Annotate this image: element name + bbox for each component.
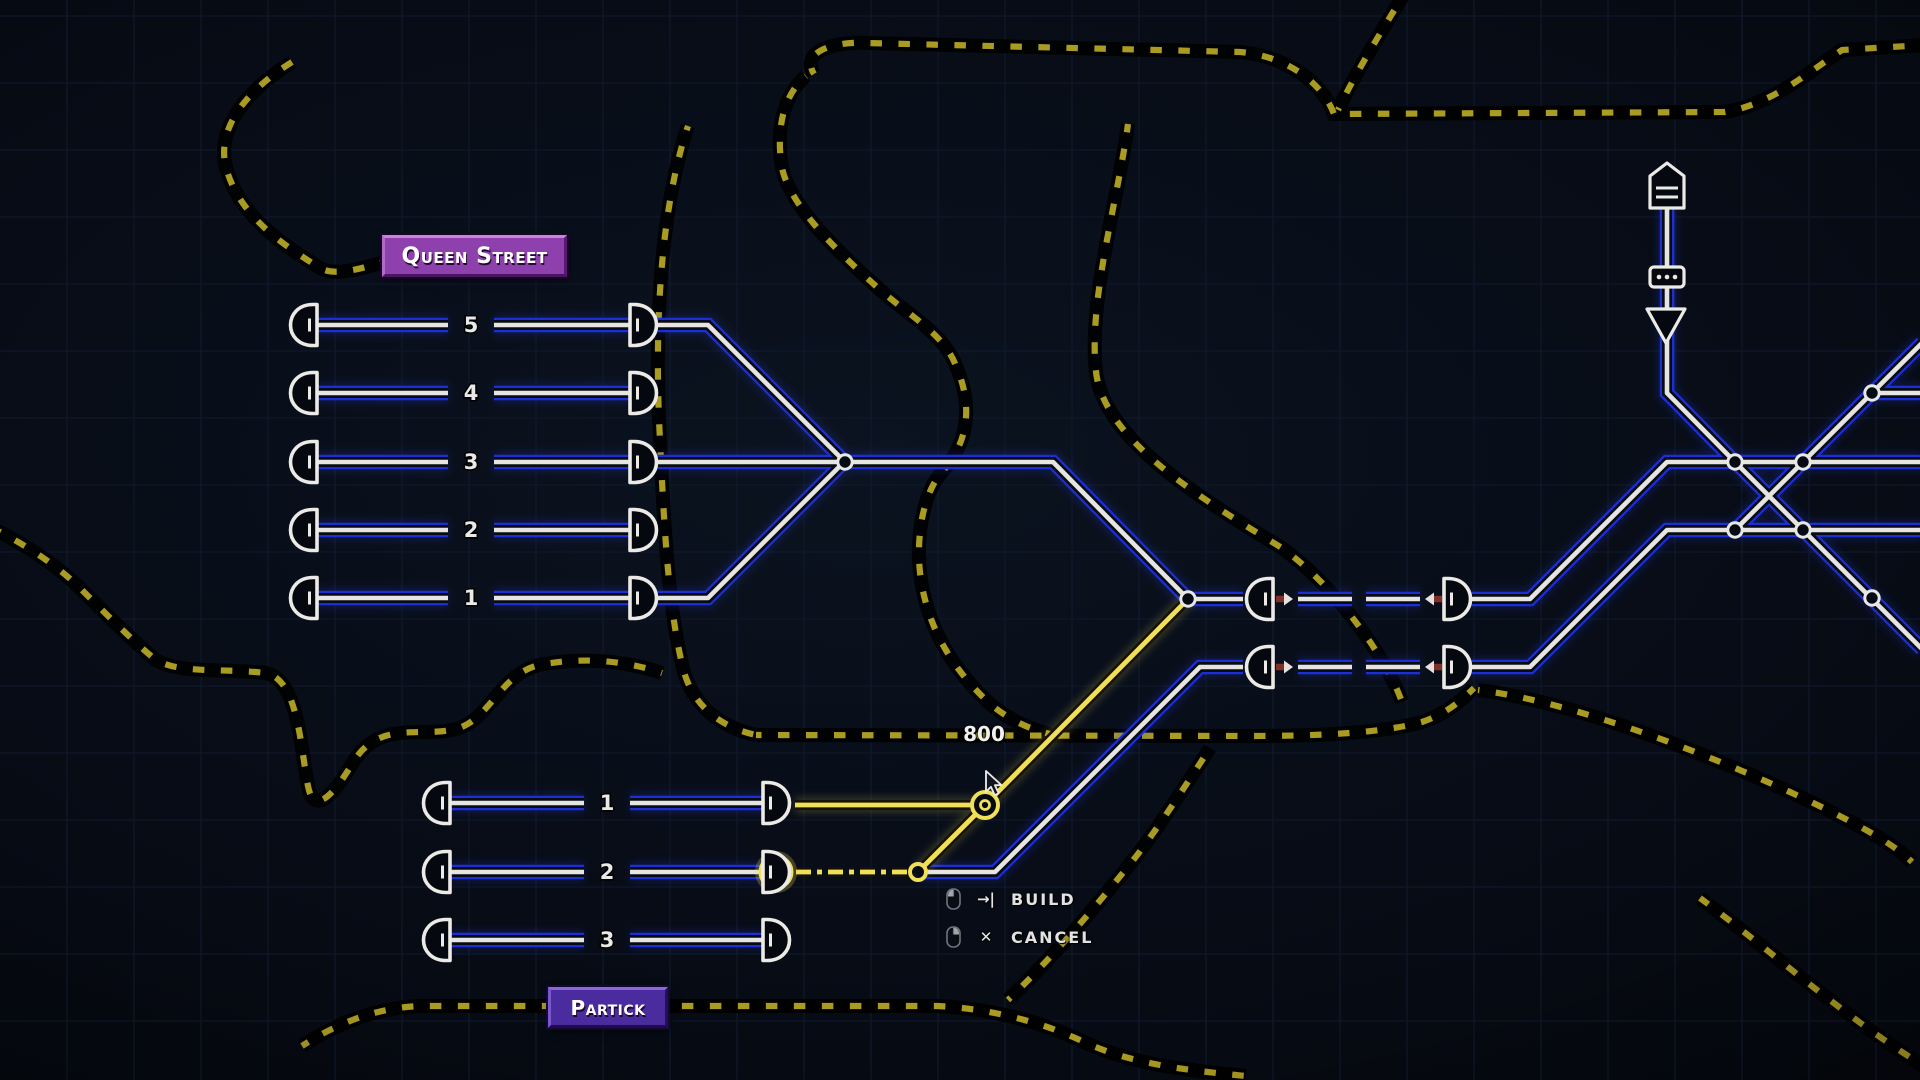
queue-dot-icon [1664,274,1670,280]
track-end-icon[interactable] [288,507,319,553]
build-node-icon[interactable] [970,790,1000,820]
platform-number: 5 [464,313,479,337]
station-badge-partick[interactable]: Partick [548,987,668,1028]
build-cost-label: 800 [963,722,1005,746]
station-badge-queen-street[interactable]: Queen Street [382,235,567,277]
track-end-icon[interactable] [761,780,792,826]
build-action[interactable]: →| BUILD [946,884,1093,914]
junction-node-icon[interactable] [1726,521,1744,539]
track-end-icon[interactable] [1442,576,1473,622]
platform-number: 3 [464,450,479,474]
signal-triangle-icon[interactable] [1645,307,1687,345]
build-node-icon[interactable] [908,862,928,882]
track-end-icon[interactable] [1244,576,1275,622]
tunnel-portal-icon[interactable] [1648,161,1686,210]
junction-node-icon[interactable] [1794,453,1812,471]
border-arrow-icon [1276,593,1293,606]
platform-number: 2 [600,860,615,884]
track-end-icon[interactable] [421,917,452,963]
junction-node-icon[interactable] [836,453,854,471]
build-key-glyph: →| [976,890,996,908]
border-arrow-icon [1425,661,1442,674]
platform-number: 2 [464,518,479,542]
mouse-left-click-icon [946,888,961,910]
junction-node-icon[interactable] [1726,453,1744,471]
cancel-action[interactable]: ✕ CANCEL [946,922,1093,952]
track-end-icon[interactable] [1442,644,1473,690]
platform-numbers: 5 4 3 2 1 1 2 3 [462,312,616,954]
track-end-icon[interactable] [288,302,319,348]
junction-node-icon[interactable] [1863,589,1881,607]
platform-number: 1 [464,586,479,610]
build-button[interactable]: BUILD [1011,889,1076,909]
track-end-icon[interactable] [628,439,659,485]
cancel-key-glyph: ✕ [979,928,993,946]
track-end-icon[interactable] [628,302,659,348]
queue-dot-icon [1656,274,1662,280]
queue-dot-icon [1672,274,1678,280]
track-end-icon[interactable] [761,917,792,963]
border-arrow-icon [1425,593,1442,606]
track-end-icon[interactable] [761,849,792,895]
junction-node-icon[interactable] [1179,590,1197,608]
platform-number: 4 [464,381,479,405]
mouse-right-click-icon [946,926,961,948]
platform-number: 1 [600,791,615,815]
build-context-menu[interactable]: →| BUILD ✕ CANCEL [946,884,1093,952]
junction-nodes[interactable] [836,384,1881,608]
platform-number: 3 [600,928,615,952]
track-end-icon[interactable] [288,370,319,416]
cancel-button[interactable]: CANCEL [1011,927,1094,947]
track-end-icon[interactable] [628,575,659,621]
border-arrow-icon [1276,661,1293,674]
track-end-icon[interactable] [288,439,319,485]
track-end-icon[interactable] [288,575,319,621]
track-end-icon[interactable] [628,370,659,416]
junction-node-icon[interactable] [1863,384,1881,402]
junction-node-icon[interactable] [1794,521,1812,539]
track-end-icon[interactable] [1244,644,1275,690]
track-end-icon[interactable] [421,849,452,895]
track-end-icon[interactable] [628,507,659,553]
track-end-icon[interactable] [421,780,452,826]
